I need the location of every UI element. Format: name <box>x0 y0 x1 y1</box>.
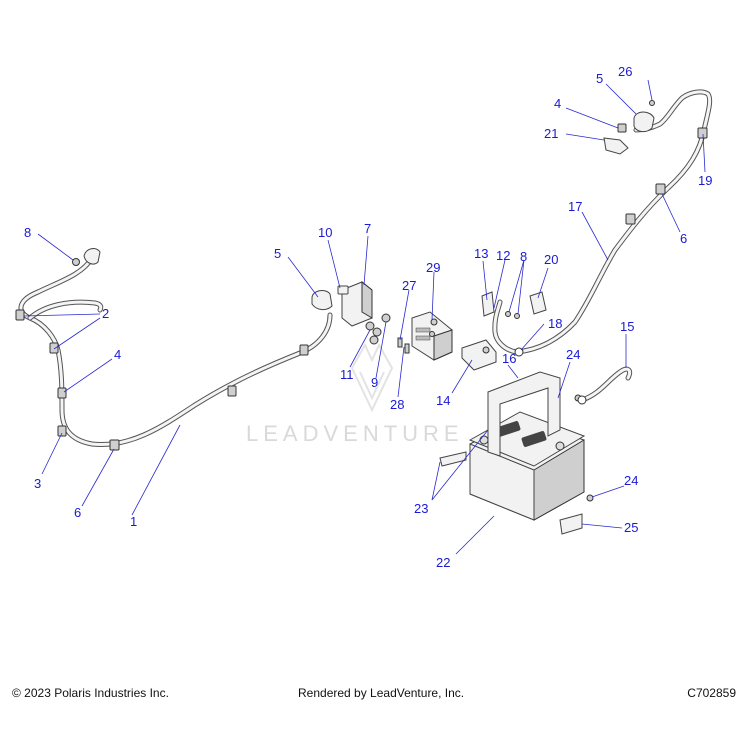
callout-3: 3 <box>34 476 41 491</box>
leader-lines <box>23 79 706 555</box>
callout-15: 15 <box>620 319 634 334</box>
callout-4-left: 4 <box>114 347 121 362</box>
callout-23: 23 <box>414 501 428 516</box>
diagram-code: C702859 <box>687 686 736 700</box>
copyright-text: © 2023 Polaris Industries Inc. <box>12 686 169 700</box>
callout-10: 10 <box>318 225 332 240</box>
callout-8-right: 8 <box>520 249 527 264</box>
fuse-block-assembly <box>337 280 453 361</box>
callout-25: 25 <box>624 520 638 535</box>
watermark-text: LEADVENTURE <box>246 421 464 446</box>
callout-19: 19 <box>698 173 712 188</box>
battery-assembly <box>439 366 633 535</box>
rendered-by-text: Rendered by LeadVenture, Inc. <box>298 686 465 700</box>
callout-20: 20 <box>544 252 558 267</box>
callout-9: 9 <box>371 375 378 390</box>
callout-24-upper: 24 <box>566 347 580 362</box>
callout-7: 7 <box>364 221 371 236</box>
callout-13: 13 <box>474 246 488 261</box>
callout-1: 1 <box>130 514 137 529</box>
callout-12: 12 <box>496 248 510 263</box>
cable-harness-left <box>15 248 333 451</box>
callout-18: 18 <box>548 316 562 331</box>
callout-11: 11 <box>340 367 354 382</box>
callout-22: 22 <box>436 555 450 570</box>
callout-5-left: 5 <box>274 246 281 261</box>
callout-4-right: 4 <box>554 96 561 111</box>
callout-29: 29 <box>426 260 440 275</box>
callout-28: 28 <box>390 397 404 412</box>
callout-27: 27 <box>402 278 416 293</box>
callout-24-lower: 24 <box>624 473 638 488</box>
callout-14: 14 <box>436 393 450 408</box>
callout-16: 16 <box>502 351 516 366</box>
callout-8-left: 8 <box>24 225 31 240</box>
cable-harness-right <box>492 89 713 357</box>
callout-2: 2 <box>102 306 109 321</box>
callout-21: 21 <box>544 126 558 141</box>
callout-labels: 1 2 3 4 6 8 5 10 7 11 9 27 28 29 14 13 1… <box>24 64 712 570</box>
callout-6-left: 6 <box>74 505 81 520</box>
callout-5-right: 5 <box>596 71 603 86</box>
leadventure-watermark: LEADVENTURE <box>246 342 464 446</box>
callout-6-right: 6 <box>680 231 687 246</box>
callout-26: 26 <box>618 64 632 79</box>
callout-17: 17 <box>568 199 582 214</box>
